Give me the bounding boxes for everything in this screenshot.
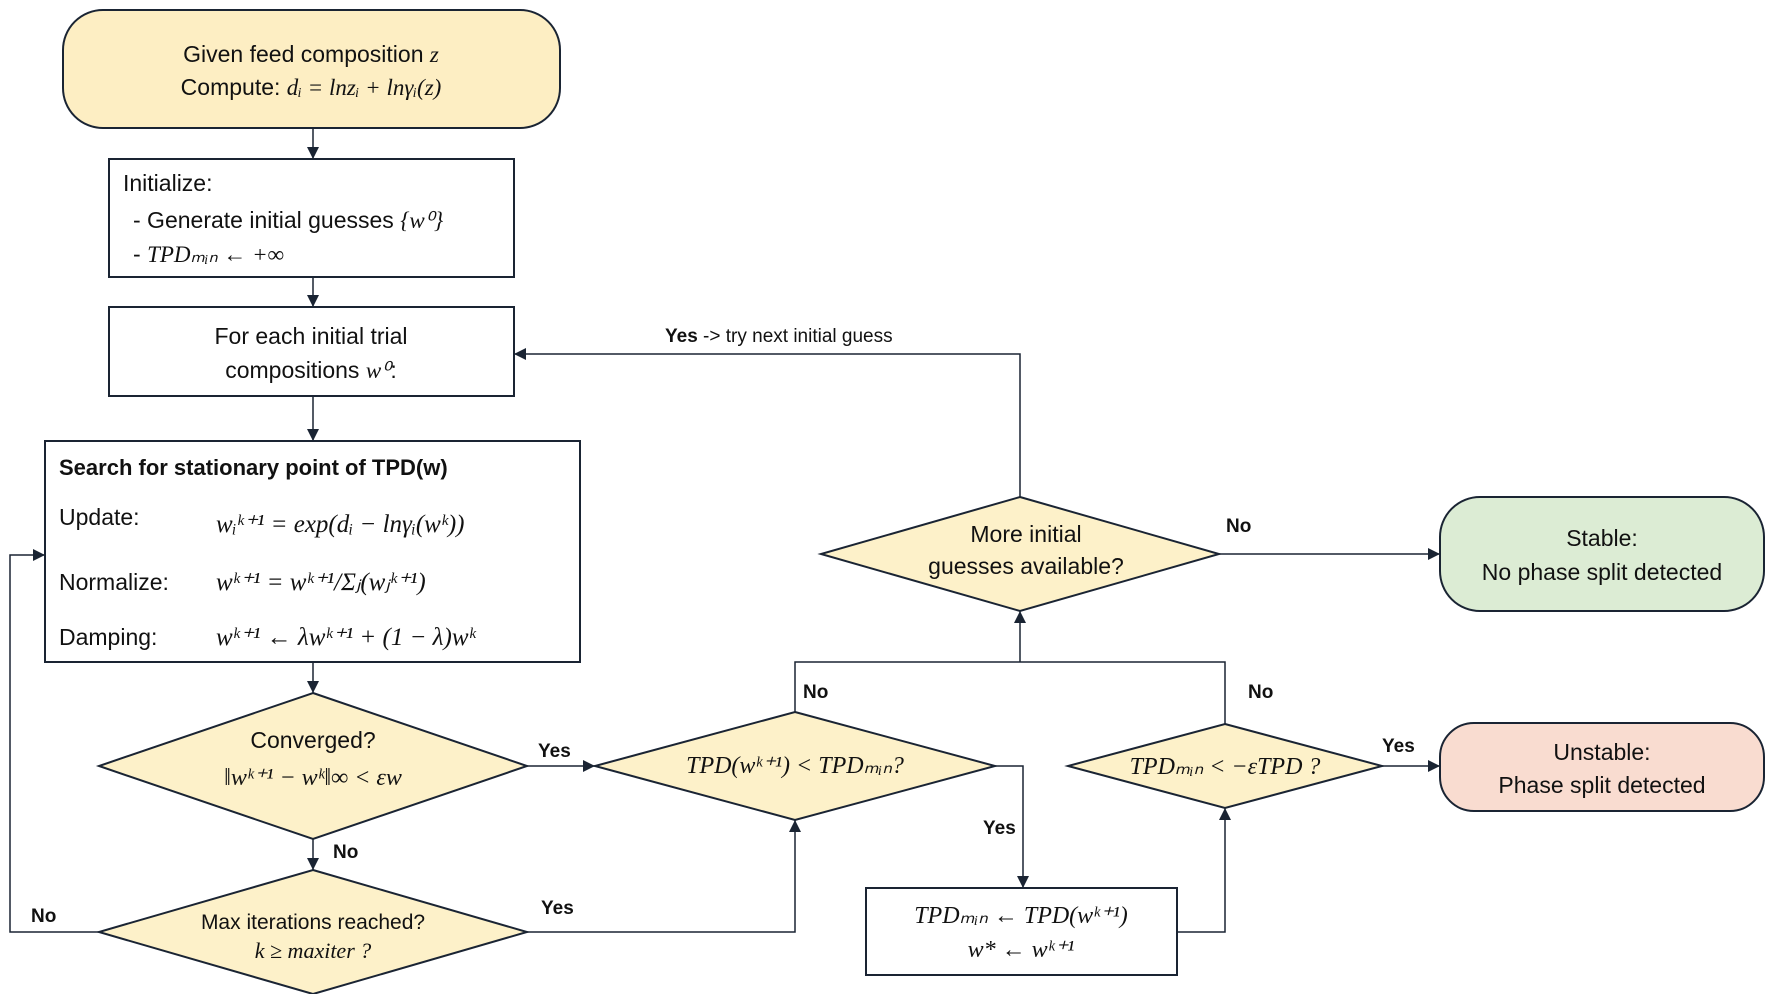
label-no-unstable-check: No — [1248, 682, 1273, 703]
update-equation: wᵢᵏ⁺¹ = exp(dᵢ − lnγᵢ(wᵏ)) — [216, 511, 465, 538]
edge-max-iter-yes — [527, 820, 801, 933]
normalize-label: Normalize: — [59, 569, 169, 595]
edge-tpd-check-no — [794, 661, 1020, 712]
unstable-node — [1439, 722, 1765, 812]
unstable-check-text: TPDₘᵢₙ < −εTPD ? — [1130, 754, 1321, 780]
stable-line2: No phase split detected — [1482, 559, 1722, 585]
initialize-item1: - Generate initial guesses {w⁰} — [133, 207, 443, 233]
stable-node — [1439, 496, 1765, 612]
start-line2: Compute: dᵢ = lnzᵢ + lnγᵢ(z) — [181, 74, 442, 100]
label-yes-max-iter: Yes — [541, 898, 574, 919]
label-yes-tpd-check: Yes — [983, 818, 1016, 839]
tpd-update-line2: w* ← wᵏ⁺¹ — [968, 937, 1075, 963]
initialize-node — [108, 158, 515, 278]
label-yes-converged: Yes — [538, 741, 571, 762]
edge-max-iter-no-loop — [9, 549, 99, 933]
edge-tpd-update-to-unstable-check — [1177, 808, 1231, 933]
damping-label: Damping: — [59, 624, 157, 650]
initialize-item2: - TPDₘᵢₙ ← +∞ — [133, 241, 284, 267]
label-yes-unstable-check: Yes — [1382, 736, 1415, 757]
converged-line1: Converged? — [250, 727, 375, 753]
for-each-line2: compositions w⁰: — [225, 357, 397, 383]
edge-more-guesses-yes — [514, 348, 1021, 497]
max-iterations-line1: Max iterations reached? — [201, 911, 425, 934]
max-iterations-line2: k ≥ maxiter ? — [255, 938, 372, 963]
edge-unstable-check-no — [1020, 661, 1226, 724]
stable-line1: Stable: — [1566, 525, 1638, 551]
edge-tpd-check-yes — [995, 765, 1029, 888]
initialize-title: Initialize: — [123, 170, 212, 196]
label-no-converged: No — [333, 842, 358, 863]
damping-equation: wᵏ⁺¹ ← λwᵏ⁺¹ + (1 − λ)wᵏ — [216, 624, 477, 651]
search-title: Search for stationary point of TPD(w) — [59, 455, 448, 480]
unstable-line2: Phase split detected — [1498, 772, 1705, 798]
for-each-node — [108, 306, 515, 397]
more-guesses-line2: guesses available? — [928, 553, 1124, 579]
start-node — [62, 9, 561, 129]
max-iterations-decision — [95, 868, 531, 994]
tpd-update-line1: TPDₘᵢₙ ← TPD(wᵏ⁺¹) — [914, 903, 1128, 929]
update-label: Update: — [59, 504, 140, 530]
unstable-line1: Unstable: — [1553, 739, 1650, 765]
more-guesses-line1: More initial — [970, 521, 1081, 547]
label-yes-next-guess: Yes -> try next initial guess — [665, 326, 893, 347]
for-each-line1: For each initial trial — [214, 323, 407, 349]
converged-line2: ‖wᵏ⁺¹ − wᵏ‖∞ < εw — [224, 765, 402, 791]
tpd-update-node — [865, 887, 1178, 976]
tpd-check-text: TPD(wᵏ⁺¹) < TPDₘᵢₙ? — [686, 753, 904, 779]
label-no-tpd-check: No — [803, 682, 828, 703]
label-no-max-iter: No — [31, 906, 56, 927]
start-line1: Given feed composition z — [183, 41, 439, 67]
normalize-equation: wᵏ⁺¹ = wᵏ⁺¹/Σⱼ(wⱼᵏ⁺¹) — [216, 569, 426, 596]
label-no-to-stable: No — [1226, 516, 1251, 537]
